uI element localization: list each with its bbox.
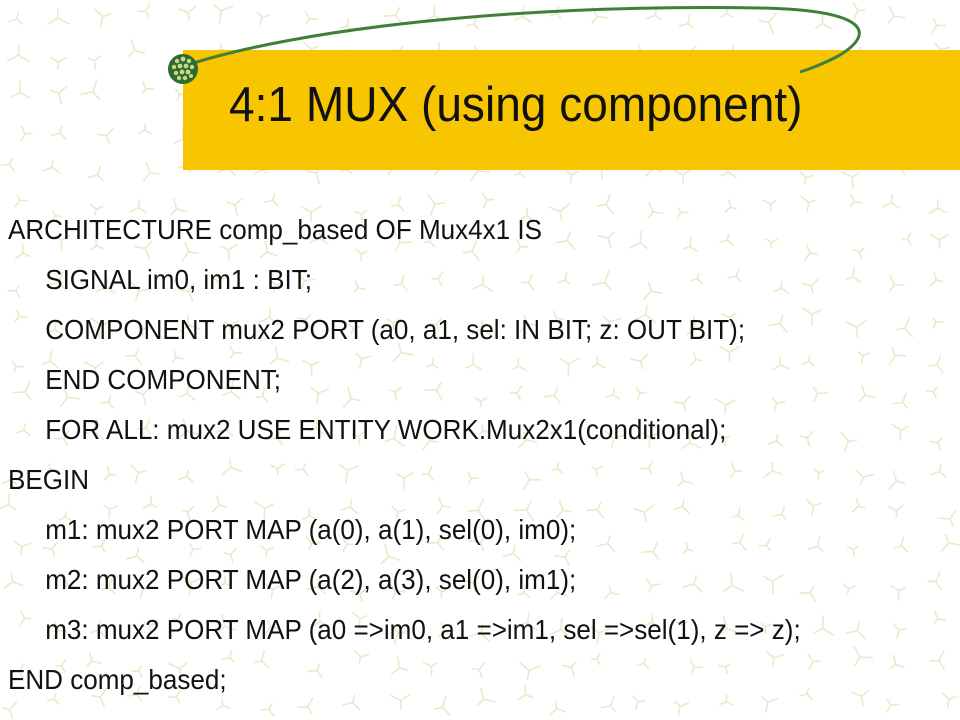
code-line: BEGIN: [8, 464, 90, 495]
code-line: END COMPONENT;: [45, 364, 282, 395]
code-line: m3: mux2 PORT MAP (a0 =>im0, a1 =>im1, s…: [45, 614, 801, 645]
code-line: ARCHITECTURE comp_based OF Mux4x1 IS: [8, 214, 542, 245]
code-line: END comp_based;: [8, 664, 227, 695]
title-band: [183, 50, 960, 170]
code-line: SIGNAL im0, im1 : BIT;: [45, 264, 312, 295]
code-line: m2: mux2 PORT MAP (a(2), a(3), sel(0), i…: [45, 564, 577, 595]
code-line: COMPONENT mux2 PORT (a0, a1, sel: IN BIT…: [45, 314, 746, 345]
code-line: m1: mux2 PORT MAP (a(0), a(1), sel(0), i…: [45, 514, 577, 545]
code-block: ARCHITECTURE comp_based OF Mux4x1 IS SIGN…: [8, 205, 958, 705]
orbit-line-decoration: [183, 6, 861, 74]
code-line: FOR ALL: mux2 USE ENTITY WORK.Mux2x1(con…: [45, 414, 727, 445]
dotted-circle-icon: [168, 54, 198, 84]
slide-title: 4:1 MUX (using component): [229, 78, 803, 132]
